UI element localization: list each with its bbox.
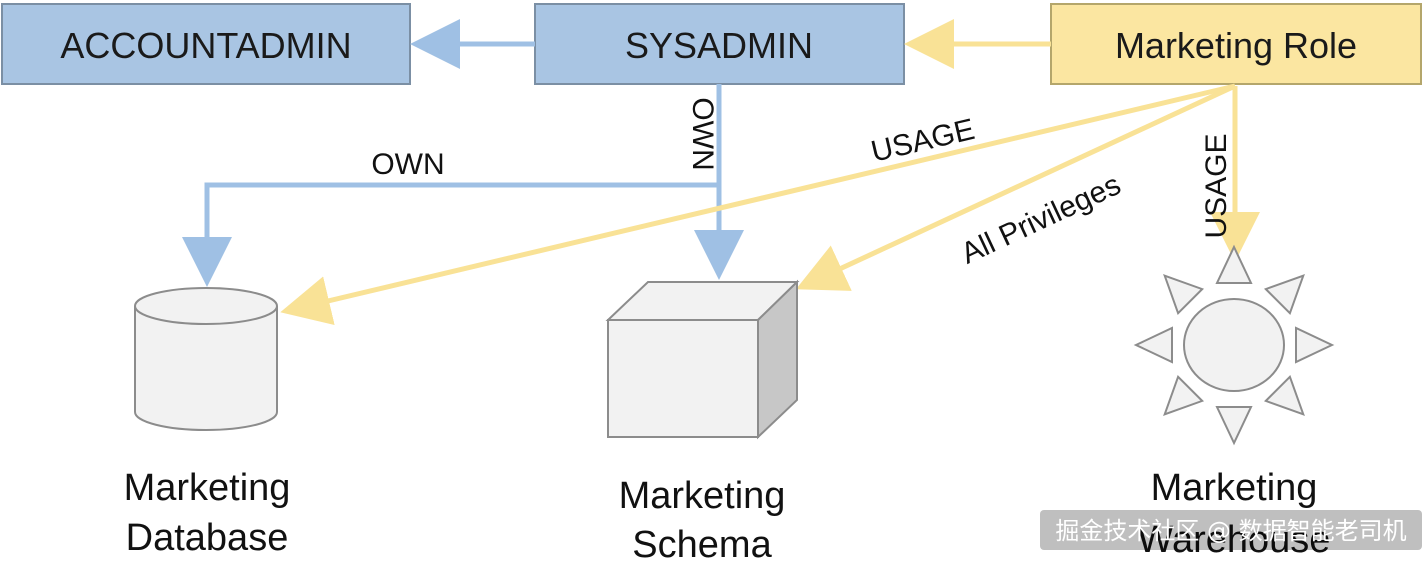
warehouse-sun-ray — [1295, 326, 1335, 364]
sysadmin-own-database-arrow — [182, 182, 719, 287]
marketing-usage-database-arrow — [280, 83, 1236, 326]
database-icon — [134, 287, 278, 431]
warehouse-sun-ray — [1163, 374, 1205, 416]
all-privileges-label: All Privileges — [956, 168, 1126, 270]
watermark-backdrop — [1040, 510, 1422, 550]
marketing-all-privileges-schema-arrow — [795, 83, 1237, 291]
warehouse-sun-core — [1183, 298, 1285, 392]
sysadmin-label: SYSADMIN — [625, 25, 813, 66]
marketing-role-box — [1050, 3, 1422, 85]
warehouse-sun-ray — [1263, 274, 1305, 316]
sysadmin-box — [534, 3, 905, 85]
warehouse-sun-ray — [1215, 244, 1253, 284]
accountadmin-node: ACCOUNTADMIN — [1, 3, 411, 85]
own-schema-label: OWN — [686, 97, 719, 170]
warehouse-sun-ray — [1263, 374, 1305, 416]
warehouse-label-line2: Warehouse — [1138, 519, 1331, 561]
database-cylinder-body — [134, 306, 278, 431]
marketing-role-label: Marketing Role — [1115, 25, 1357, 66]
accountadmin-box — [1, 3, 411, 85]
warehouse-sun-ray — [1133, 326, 1173, 364]
marketing-role-node: Marketing Role — [1050, 3, 1422, 85]
schema-label-line1: Marketing — [619, 475, 786, 517]
database-cylinder-top — [134, 287, 278, 325]
warehouse-sun-ray — [1163, 274, 1205, 316]
schema-label-line2: Schema — [632, 524, 772, 562]
warehouse-label-line1: Marketing — [1151, 467, 1318, 509]
sysadmin-node: SYSADMIN — [534, 3, 905, 85]
database-label-line1: Marketing — [124, 467, 291, 509]
watermark: 掘金技术社区 @ 数据智能老司机 — [1040, 510, 1422, 550]
warehouse-icon — [1133, 244, 1335, 446]
warehouse-sun-ray — [1215, 406, 1253, 446]
own-database-label: OWN — [371, 148, 444, 181]
warehouse-sun-rays — [1133, 244, 1335, 446]
schema-icon — [605, 279, 800, 440]
accountadmin-label: ACCOUNTADMIN — [60, 25, 351, 66]
watermark-text: 掘金技术社区 @ 数据智能老司机 — [1055, 517, 1406, 545]
schema-cube-front — [607, 319, 759, 438]
usage-warehouse-label: USAGE — [1200, 133, 1233, 238]
database-label-line2: Database — [126, 517, 289, 559]
